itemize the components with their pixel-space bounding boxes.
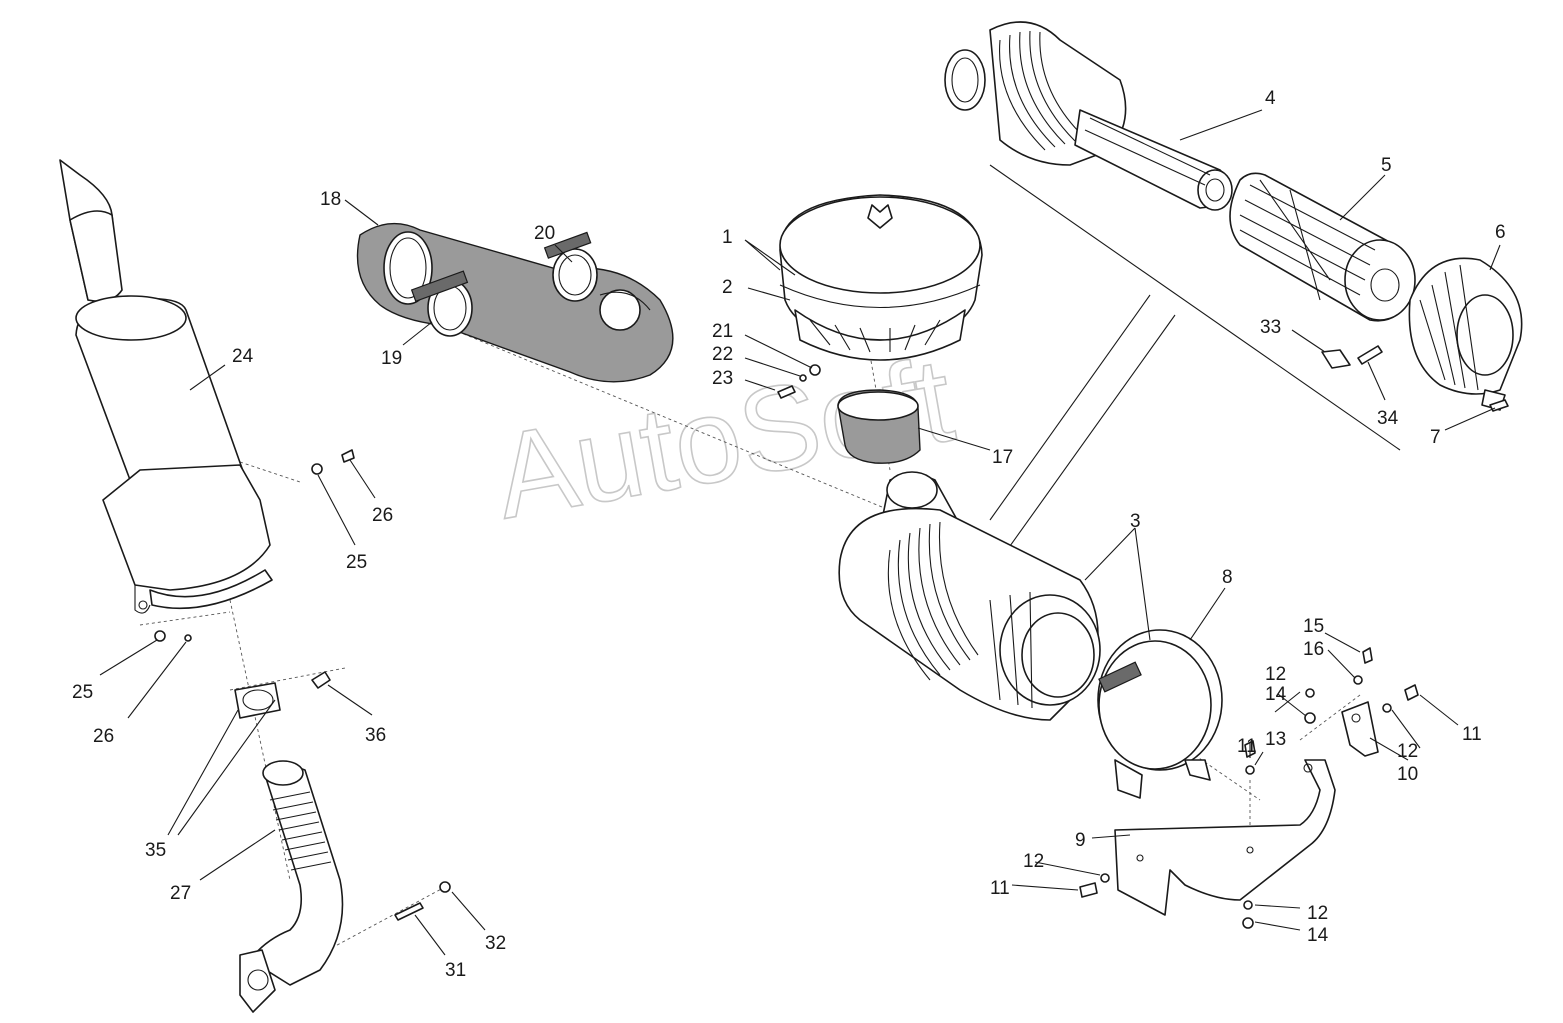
callout-2: 2 <box>722 277 733 298</box>
callout-20: 20 <box>534 223 555 244</box>
clip-33-part <box>1321 349 1351 369</box>
callout-22: 22 <box>712 344 733 365</box>
callout-16: 16 <box>1303 639 1324 660</box>
callout-12-bottom: 12 <box>1307 903 1328 924</box>
pre-cleaner-part <box>779 194 983 361</box>
hose-clamp-20 <box>543 231 598 302</box>
callout-18: 18 <box>320 189 341 210</box>
hose-clamp-19 <box>410 270 473 337</box>
callout-9: 9 <box>1075 830 1086 851</box>
air-cleaner-housing-part <box>838 471 1101 721</box>
callout-21: 21 <box>712 321 733 342</box>
bracket-10-part <box>1341 701 1379 757</box>
filter-element-part <box>1229 172 1416 322</box>
callout-11-right: 11 <box>1462 724 1482 745</box>
callout-19: 19 <box>381 348 402 369</box>
callout-27: 27 <box>170 883 191 904</box>
stud-31-part <box>394 902 424 921</box>
callout-14-bottom: 14 <box>1307 925 1329 946</box>
callout-11-left: 11 <box>990 878 1010 899</box>
mounting-band-part <box>1097 629 1223 799</box>
callout-26-bottom: 26 <box>93 726 114 747</box>
callout-31: 31 <box>445 960 466 981</box>
callout-3: 3 <box>1130 511 1141 532</box>
callout-34: 34 <box>1377 408 1399 429</box>
callout-8: 8 <box>1222 567 1233 588</box>
callout-5: 5 <box>1381 155 1392 176</box>
clamp-35-part <box>234 682 281 719</box>
callout-23: 23 <box>712 368 733 389</box>
filter-housing-top-part <box>944 21 1233 211</box>
bolt-36-part <box>311 671 331 689</box>
callout-17: 17 <box>992 447 1013 468</box>
exhaust-pipe-part <box>239 760 344 1013</box>
callout-13: 13 <box>1265 729 1286 750</box>
leader-lines <box>99 109 1501 956</box>
nut-32-part <box>439 881 451 893</box>
callout-26-top: 26 <box>372 505 393 526</box>
callout-32: 32 <box>485 933 506 954</box>
bracket-9-part <box>1114 759 1336 916</box>
callout-24: 24 <box>232 346 254 367</box>
callout-35: 35 <box>145 840 166 861</box>
end-cap-part <box>1408 257 1523 411</box>
clip-34-part <box>1357 345 1383 365</box>
adapter-17-part <box>837 389 921 464</box>
callout-6: 6 <box>1495 222 1506 243</box>
callout-10: 10 <box>1397 764 1418 785</box>
callout-1: 1 <box>722 227 733 248</box>
callout-33: 33 <box>1260 317 1281 338</box>
intake-pipe-part <box>356 222 674 383</box>
callout-25-bottom: 25 <box>72 682 93 703</box>
callout-12-top: 12 <box>1265 664 1286 685</box>
callout-labels: 1 2 3 4 5 6 7 8 9 10 11 11 11 12 12 12 1… <box>72 88 1506 981</box>
callout-36: 36 <box>365 725 386 746</box>
callout-14-top: 14 <box>1265 684 1287 705</box>
callout-7: 7 <box>1430 427 1441 448</box>
callout-11-mid: 11 <box>1237 736 1257 757</box>
callout-15: 15 <box>1303 616 1324 637</box>
callout-4: 4 <box>1265 88 1276 109</box>
muffler-part <box>59 159 273 614</box>
callout-12-right: 12 <box>1397 741 1418 762</box>
callout-25-top: 25 <box>346 552 367 573</box>
callout-12-left: 12 <box>1023 851 1044 872</box>
